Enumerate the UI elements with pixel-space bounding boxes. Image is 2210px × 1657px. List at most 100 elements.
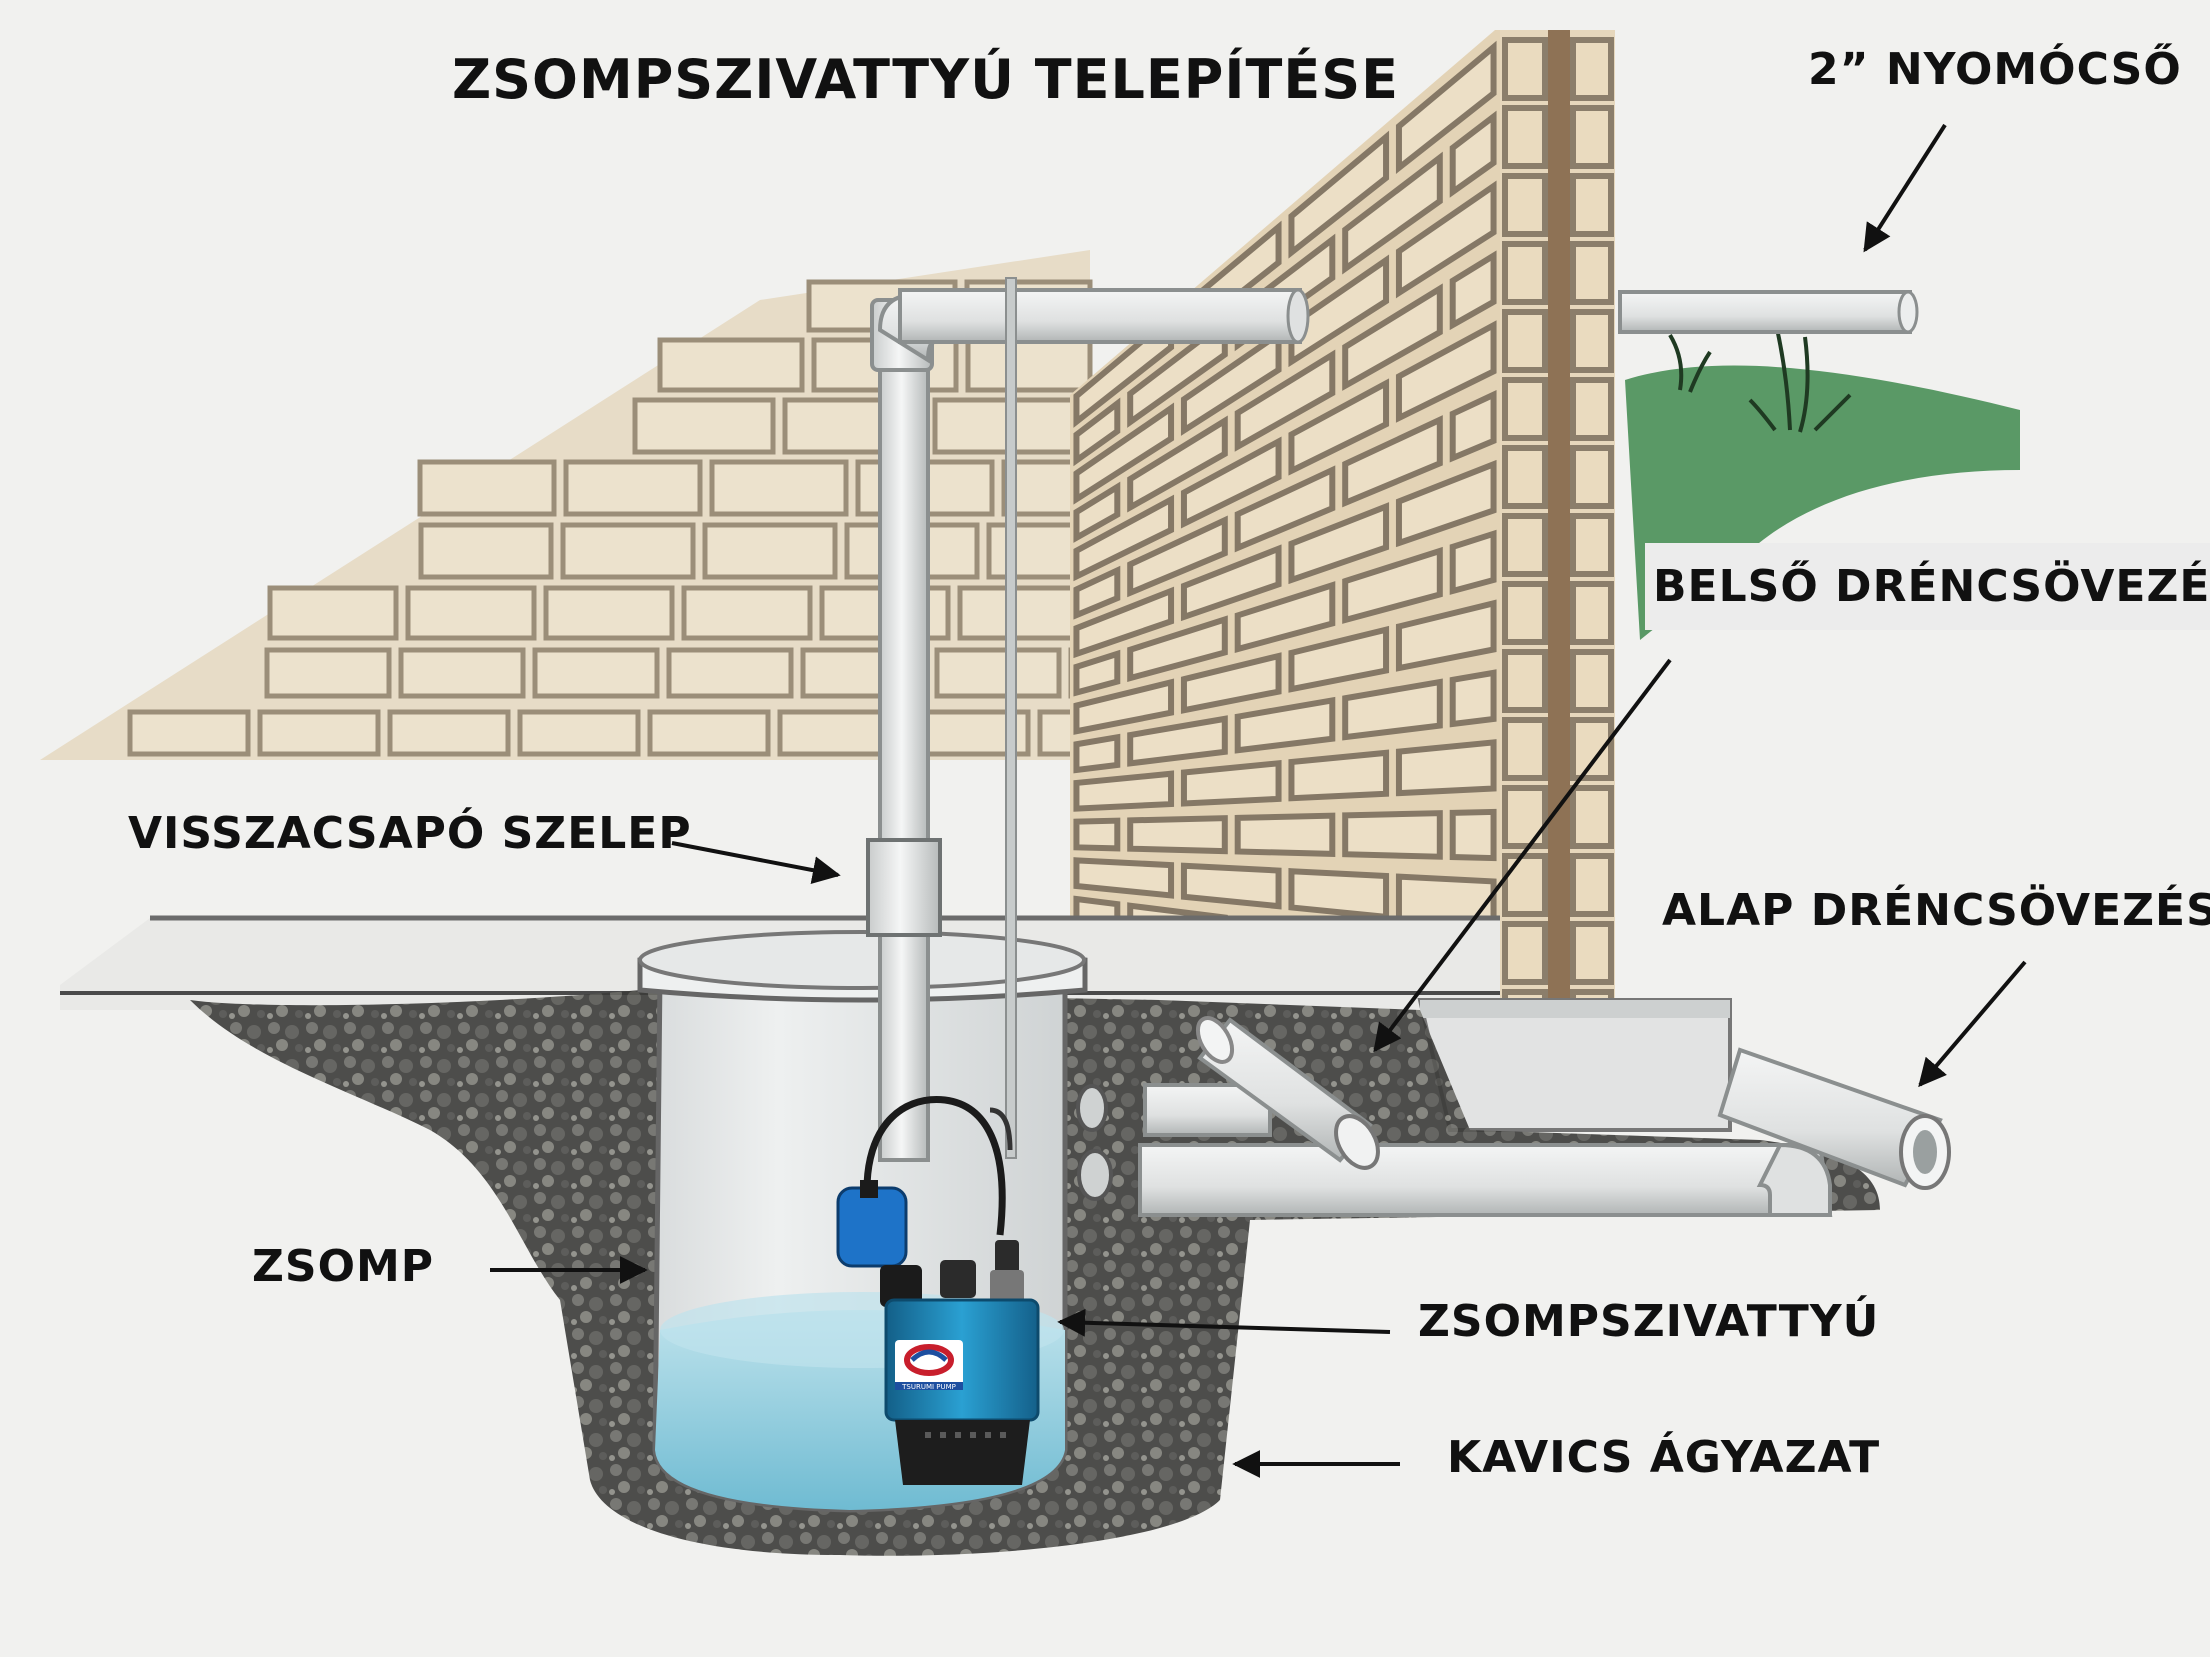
brick [257, 709, 381, 757]
brick [1570, 649, 1614, 713]
brick [1449, 808, 1497, 862]
brick [1073, 494, 1175, 582]
brick [1127, 315, 1228, 428]
brick [1073, 817, 1121, 852]
brick [1073, 586, 1175, 659]
label-gravel-bed: KAVICS ÁGYAZAT [1447, 1432, 1881, 1483]
brick [1449, 669, 1497, 728]
brick [1073, 733, 1121, 774]
brick [1449, 250, 1497, 331]
brick [1234, 812, 1336, 857]
interior-drain-pipe [1143, 1016, 1380, 1170]
float-switch [836, 1186, 908, 1268]
brick [1570, 241, 1614, 305]
brick [1180, 862, 1282, 910]
brick [1342, 283, 1443, 391]
brick [1342, 151, 1443, 275]
arrow-sump-pump [1057, 1308, 1391, 1337]
brick [1570, 853, 1614, 917]
brick [965, 337, 1093, 393]
brick [264, 647, 392, 699]
brick [1395, 320, 1497, 423]
brick [1180, 544, 1282, 622]
brick [1570, 785, 1614, 849]
discharge-pipe [866, 288, 1919, 1162]
brick [1502, 445, 1548, 509]
brick [1288, 625, 1390, 693]
brick [1570, 445, 1614, 509]
brick [666, 647, 794, 699]
page-title: ZSOMPSZIVATTYÚ TELEPÍTÉSE [452, 48, 1399, 111]
pointer-arrows [490, 123, 2027, 1478]
label-footing-drain: ALAP DRÉNCSÖVEZÉS [1662, 885, 2210, 936]
brick [127, 709, 251, 757]
brick [1342, 678, 1443, 741]
brick [957, 585, 1089, 641]
brick [1570, 173, 1614, 237]
brick [1395, 180, 1497, 299]
label-discharge-pipe: 2” NYOMÓCSŐ [1808, 44, 2182, 95]
brick [1449, 390, 1497, 463]
brick [1127, 515, 1228, 598]
brick [1288, 868, 1390, 921]
brick [543, 585, 675, 641]
foundation-brick-wall [1070, 30, 1615, 1053]
brick [1288, 254, 1390, 368]
power-cord [989, 277, 1017, 1159]
label-sump-pump: ZSOMPSZIVATTYÚ [1418, 1296, 1880, 1347]
arrow-check-valve [671, 841, 841, 884]
brick [1073, 397, 1121, 467]
brick [1502, 785, 1548, 849]
brick [1502, 37, 1548, 101]
brick [1570, 717, 1614, 781]
brick [1073, 857, 1175, 899]
brick [1073, 402, 1175, 505]
brick [709, 459, 849, 517]
brick [1570, 377, 1614, 441]
footing-drain-pipe [1138, 1047, 1951, 1217]
brick [1502, 309, 1548, 373]
brick [657, 337, 805, 393]
brick [1395, 40, 1497, 174]
brick [1127, 815, 1228, 855]
brick [1234, 349, 1336, 452]
brick [1502, 173, 1548, 237]
brick [1395, 599, 1497, 672]
brick [1073, 770, 1175, 812]
brick [1570, 37, 1614, 101]
brick [417, 459, 557, 517]
brick [1502, 241, 1548, 305]
brick [1180, 759, 1282, 807]
brick [1395, 739, 1497, 797]
brick [1570, 581, 1614, 645]
brick [632, 397, 776, 455]
brick [563, 459, 703, 517]
brick [1234, 465, 1336, 553]
label-check-valve: VISSZACSAPÓ SZELEP [128, 808, 692, 859]
brick [1180, 652, 1282, 714]
brick [932, 397, 1076, 455]
brick [1288, 749, 1390, 802]
brick [1502, 513, 1548, 577]
brick [1570, 105, 1614, 169]
brick [1395, 459, 1497, 548]
brick [1502, 377, 1548, 441]
brick [1073, 649, 1121, 697]
brick [517, 709, 641, 757]
brick [560, 522, 696, 580]
brick [647, 709, 771, 757]
brick [1342, 546, 1443, 624]
brick [1570, 513, 1614, 577]
brick [1288, 378, 1390, 476]
brick [1502, 581, 1548, 645]
brick [681, 585, 813, 641]
footing [1417, 998, 1732, 1132]
brick [1502, 649, 1548, 713]
brick [1288, 502, 1390, 585]
brick [1502, 853, 1548, 917]
brick [1342, 810, 1443, 860]
label-sump: ZSOMP [252, 1241, 435, 1292]
sump-pump: TSURUMI PUMP [836, 1096, 1040, 1485]
brick [405, 585, 537, 641]
